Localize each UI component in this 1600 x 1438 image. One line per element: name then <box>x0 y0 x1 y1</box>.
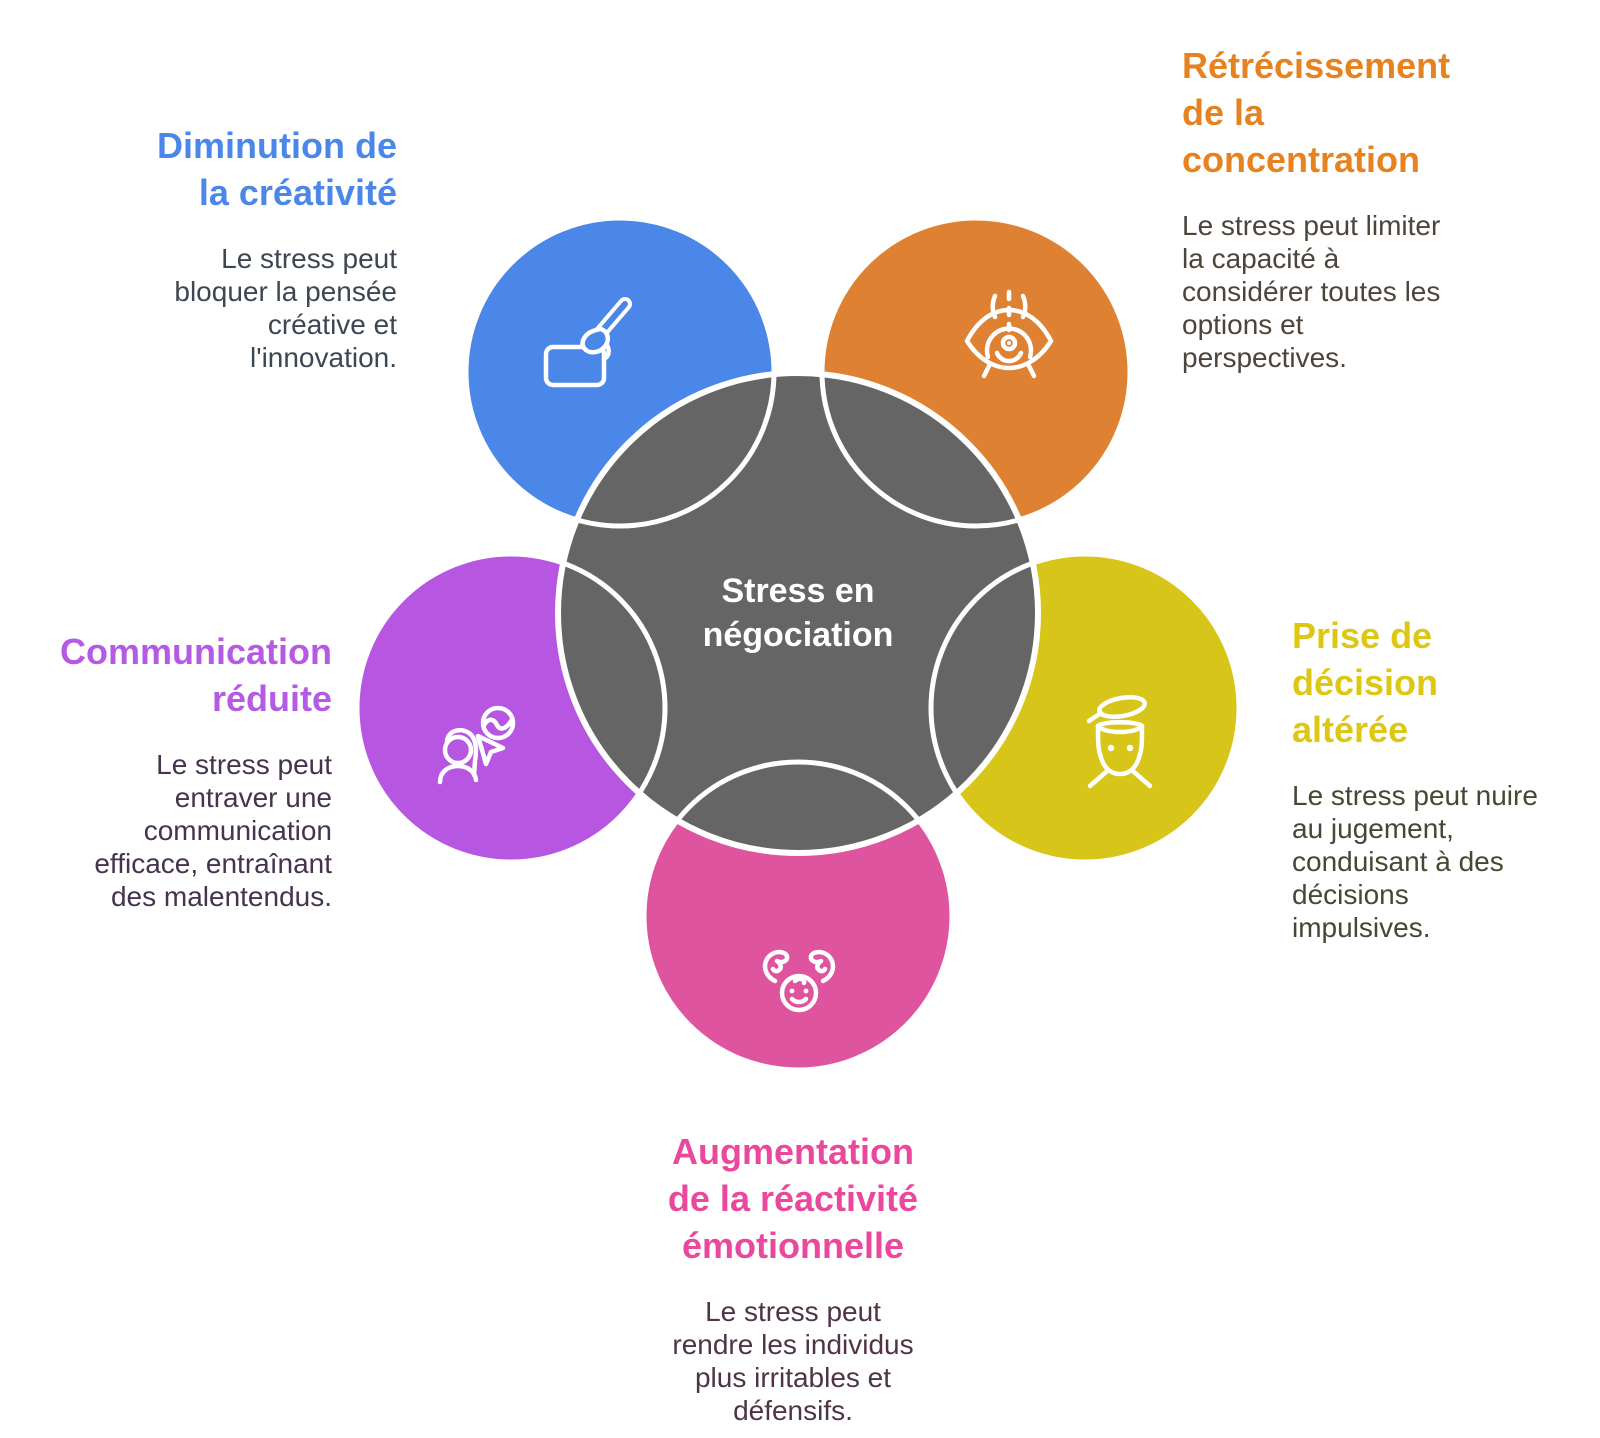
open-head-icon <box>1086 695 1153 789</box>
section-emotional: Augmentation de la réactivité émotionnel… <box>533 1128 1053 1427</box>
section-communication-description: Le stress peut entraver une communicatio… <box>94 749 332 912</box>
section-creativity-title: Diminution de la créativité <box>157 125 397 213</box>
section-concentration-title: Rétrécissement de la concentration <box>1182 45 1451 180</box>
section-concentration: Rétrécissement de la concentration Le st… <box>1182 42 1522 374</box>
section-decision: Prise de décision altérée Le stress peut… <box>1292 612 1600 944</box>
section-communication-title: Communication réduite <box>59 631 332 719</box>
center-circle <box>555 370 1041 856</box>
section-emotional-description: Le stress peut rendre les individus plus… <box>672 1296 914 1426</box>
paintbrush-icon <box>543 297 632 388</box>
outline-communication <box>354 551 668 865</box>
two-people-cursor-icon <box>437 705 516 785</box>
hands-over-baby-icon <box>762 949 836 1013</box>
section-decision-description: Le stress peut nuire au jugement, condui… <box>1292 780 1538 943</box>
section-communication: Communication réduite Le stress peut ent… <box>30 628 332 913</box>
section-concentration-description: Le stress peut limiter la capacité à con… <box>1182 210 1441 373</box>
section-creativity: Diminution de la créativité Le stress pe… <box>95 122 397 374</box>
outline-decision <box>928 551 1242 865</box>
focused-eye-icon <box>964 289 1054 379</box>
center-title: Stress en négociation <box>702 572 894 654</box>
section-decision-title: Prise de décision altérée <box>1292 615 1439 750</box>
outline-concentration <box>819 215 1133 529</box>
section-emotional-title: Augmentation de la réactivité émotionnel… <box>667 1131 919 1266</box>
outline-creativity <box>463 215 777 529</box>
outline-emotional <box>641 759 955 1073</box>
section-creativity-description: Le stress peut bloquer la pensée créativ… <box>174 243 397 373</box>
